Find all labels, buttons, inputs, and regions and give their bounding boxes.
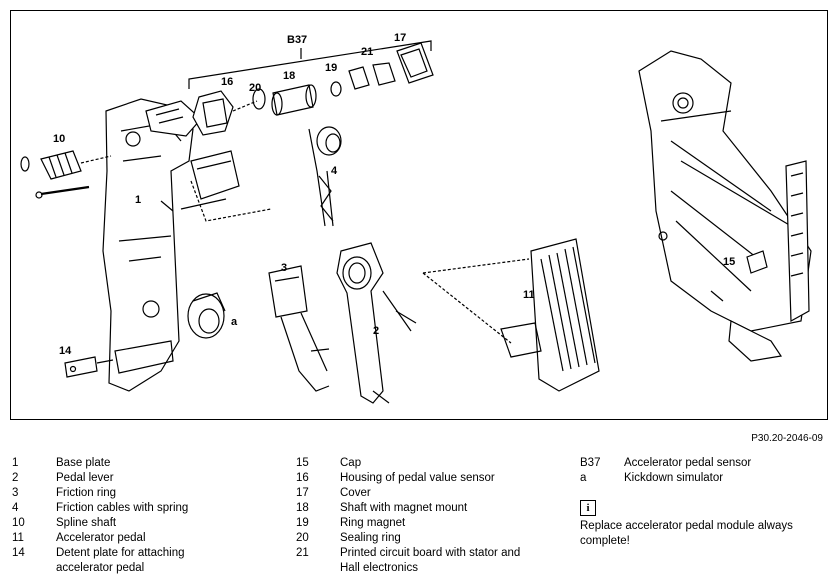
kickdown-simulator — [187, 293, 225, 339]
legend-number: B37 — [580, 457, 601, 469]
legend-number: 21 — [296, 547, 309, 559]
legend-row: 11 Accelerator pedal — [12, 531, 282, 546]
callout-18: 18 — [283, 70, 295, 82]
legend-row: 19 Ring magnet — [296, 516, 566, 531]
callout-20: 20 — [249, 82, 261, 94]
accelerator-pedal — [530, 238, 600, 392]
callout-1: 1 — [135, 194, 141, 206]
legend-row: 17 Cover — [296, 486, 566, 501]
friction-cables — [316, 126, 342, 156]
legend-number: 14 — [12, 547, 25, 559]
callout-10: 10 — [53, 133, 65, 145]
legend-row: a Kickdown simulator — [580, 471, 830, 486]
legend-row: 2 Pedal lever — [12, 471, 282, 486]
callout-21: 21 — [361, 46, 373, 58]
callout-b37: B37 — [287, 34, 307, 46]
assembled-module — [638, 50, 812, 332]
info-icon: i — [580, 500, 596, 516]
sealing-ring — [252, 88, 266, 110]
detent-plate — [64, 356, 98, 378]
legend-row: 21 Printed circuit board with stator and… — [296, 546, 566, 576]
callout-2: 2 — [373, 325, 379, 337]
b37-bracket — [188, 40, 432, 89]
legend-number: 2 — [12, 472, 19, 484]
legend-text: Ring magnet — [340, 517, 406, 529]
callout-14: 14 — [59, 345, 72, 357]
legend-number: 11 — [12, 532, 24, 544]
legend-number: a — [580, 472, 587, 484]
legend-text: Shaft with magnet mount — [340, 502, 468, 514]
figure-reference: P30.20-2046-09 — [751, 433, 823, 444]
legend-number: 18 — [296, 502, 309, 514]
legend-text: Sealing ring — [340, 532, 401, 544]
circuit-board — [372, 62, 396, 86]
legend-column-2: 15 Cap 16 Housing of pedal value sensor … — [296, 456, 566, 576]
legend-number: 20 — [296, 532, 309, 544]
diagram-drawing: B37 17 21 19 18 20 16 10 1 4 3 2 11 15 1… — [20, 32, 812, 404]
legend-row: 16 Housing of pedal value sensor — [296, 471, 566, 486]
exploded-diagram: B37 17 21 19 18 20 16 10 1 4 3 2 11 15 1… — [10, 10, 828, 420]
note-text: Replace accelerator pedal module always … — [580, 520, 793, 547]
legend-number: 15 — [296, 457, 309, 469]
legend-text: Detent plate for attaching accelerator p… — [56, 547, 185, 574]
sensor-housing — [192, 90, 234, 136]
legend-row: 10 Spline shaft — [12, 516, 282, 531]
legend-number: 19 — [296, 517, 309, 529]
callout-3: 3 — [281, 262, 287, 274]
legend-column-1: 1 Base plate 2 Pedal lever 3 Friction ri… — [12, 456, 282, 576]
legend-number: 1 — [12, 457, 19, 469]
legend-text: Housing of pedal value sensor — [340, 472, 495, 484]
legend-row: 1 Base plate — [12, 456, 282, 471]
callout-a: a — [231, 316, 238, 328]
legend-row: 3 Friction ring — [12, 486, 282, 501]
callout-17: 17 — [394, 32, 406, 44]
legend-text: Spline shaft — [56, 517, 117, 529]
legend-row: 4 Friction cables with spring — [12, 501, 282, 516]
callout-15: 15 — [723, 256, 735, 268]
callout-11: 11 — [523, 289, 535, 301]
legend-number: 3 — [12, 487, 19, 499]
base-plate — [102, 98, 194, 392]
legend-text: Cap — [340, 457, 362, 469]
callout-19: 19 — [325, 62, 337, 74]
legend-column-3: B37 Accelerator pedal sensor a Kickdown … — [580, 456, 830, 486]
legend-text: Accelerator pedal sensor — [624, 457, 752, 469]
friction-ring — [268, 265, 308, 318]
pedal-lever — [336, 242, 384, 404]
legend-row: 14 Detent plate for attaching accelerato… — [12, 546, 282, 576]
legend-number: 4 — [12, 502, 19, 514]
legend-row: B37 Accelerator pedal sensor — [580, 456, 830, 471]
legend-row: 20 Sealing ring — [296, 531, 566, 546]
legend-text: Friction ring — [56, 487, 117, 499]
legend-text: Friction cables with spring — [56, 502, 189, 514]
legend-row: 15 Cap — [296, 456, 566, 471]
legend-text: Printed circuit board with stator and Ha… — [340, 547, 521, 574]
callout-16: 16 — [221, 76, 233, 88]
ring-magnet — [330, 81, 342, 97]
legend-text: Pedal lever — [56, 472, 114, 484]
callout-4: 4 — [331, 165, 338, 177]
legend-text: Base plate — [56, 457, 111, 469]
legend-text: Accelerator pedal — [56, 532, 146, 544]
legend-row: 18 Shaft with magnet mount — [296, 501, 566, 516]
legend-number: 10 — [12, 517, 25, 529]
legend-text: Kickdown simulator — [624, 472, 724, 484]
shaft-with-magnet-mount — [272, 84, 314, 116]
legend-number: 16 — [296, 472, 309, 484]
legend-text: Cover — [340, 487, 371, 499]
cover — [396, 42, 434, 84]
legend-number: 17 — [296, 487, 309, 499]
